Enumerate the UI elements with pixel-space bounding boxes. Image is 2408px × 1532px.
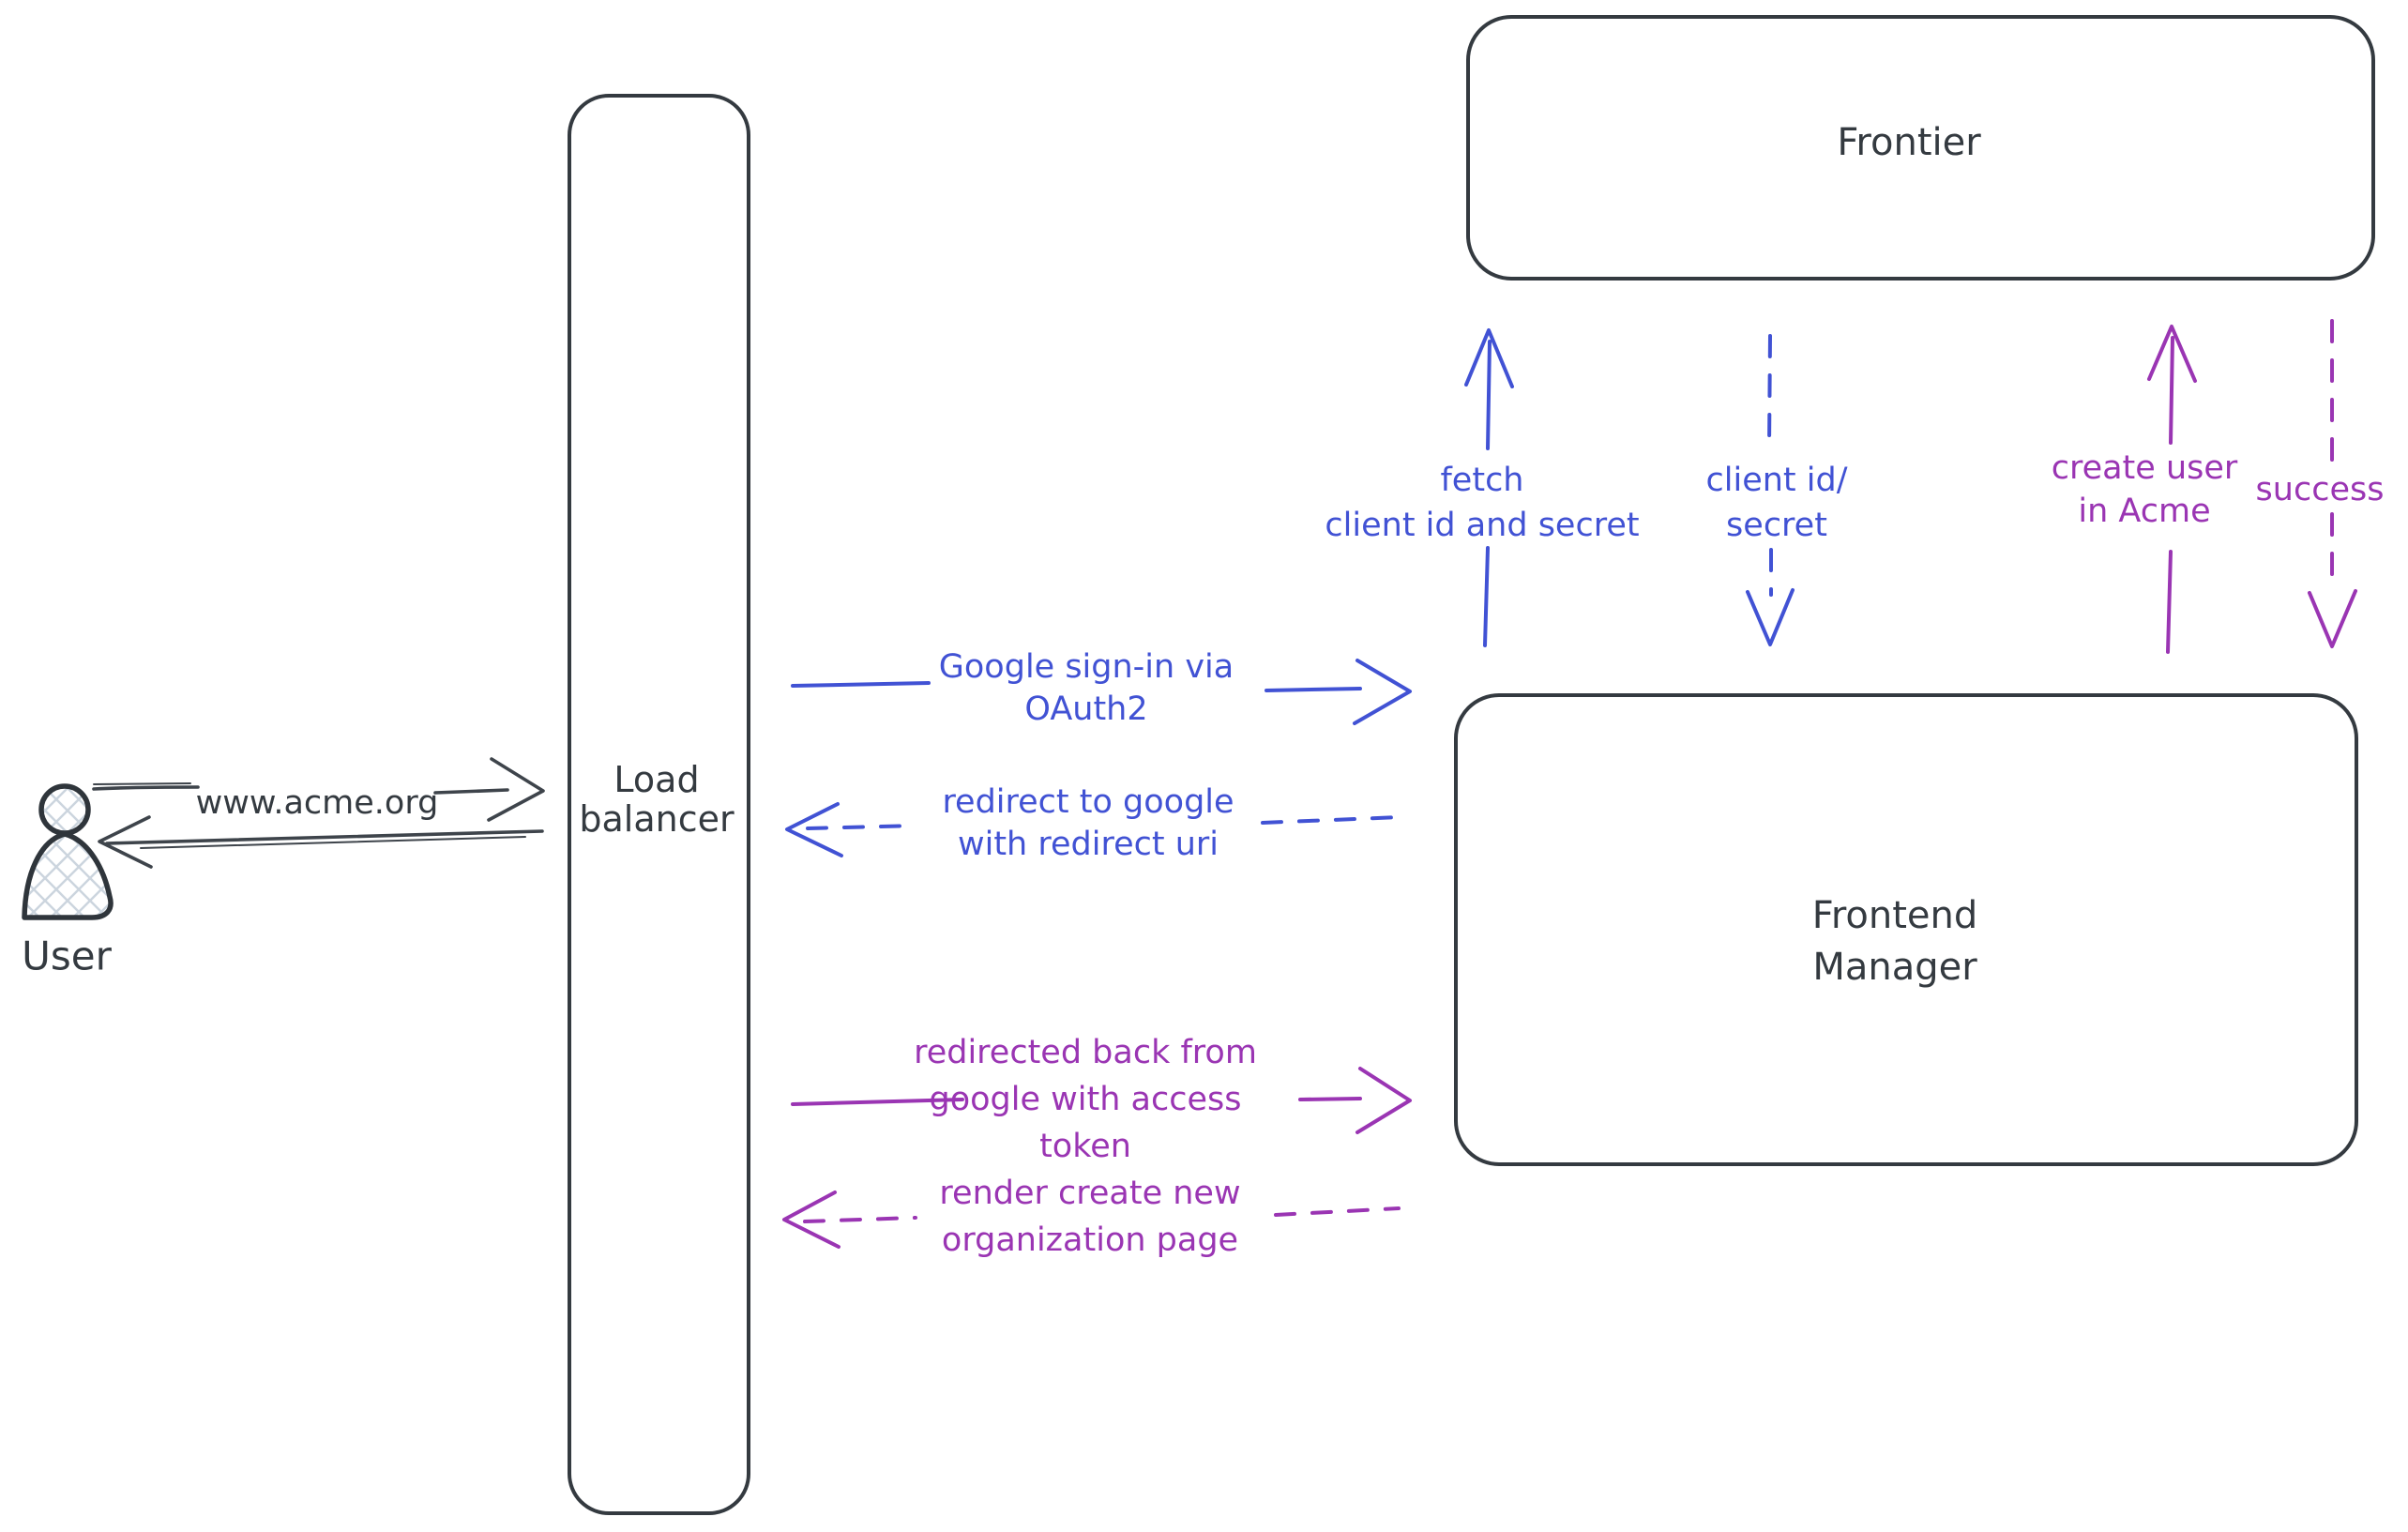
- arrow-client-id-secret: [1746, 334, 1795, 646]
- user-body: [22, 831, 114, 920]
- arrowhead-left: [785, 802, 843, 857]
- arrow-fetch-client-secret: [1464, 328, 1514, 647]
- load-balancer-box: [568, 94, 750, 1515]
- arrow-google-signin: [791, 659, 1412, 725]
- arrow-render-org-page: [782, 1191, 1401, 1249]
- arrowhead-down: [2308, 589, 2357, 648]
- arrowhead-right: [1355, 1067, 1412, 1134]
- arrow-redirect-to-google: [785, 802, 1402, 857]
- arrow-success: [2308, 319, 2357, 648]
- arrowhead-left: [782, 1191, 841, 1249]
- user-actor-icon: [22, 783, 114, 920]
- arrowhead-right: [487, 757, 545, 822]
- arrowhead-up: [2147, 325, 2197, 383]
- arrow-www-acme: [92, 757, 545, 822]
- frontier-box: [1466, 15, 2375, 281]
- arrowhead-up: [1464, 328, 1514, 388]
- frontend-manager-box: [1454, 693, 2358, 1166]
- arrowhead-right: [1353, 659, 1412, 725]
- user-head: [38, 783, 91, 836]
- arrow-redirected-back: [791, 1067, 1412, 1134]
- arrow-create-user: [2147, 325, 2197, 654]
- arrow-return-to-user: [98, 815, 544, 869]
- arrowhead-down: [1746, 588, 1795, 646]
- arrowhead-left: [98, 815, 153, 869]
